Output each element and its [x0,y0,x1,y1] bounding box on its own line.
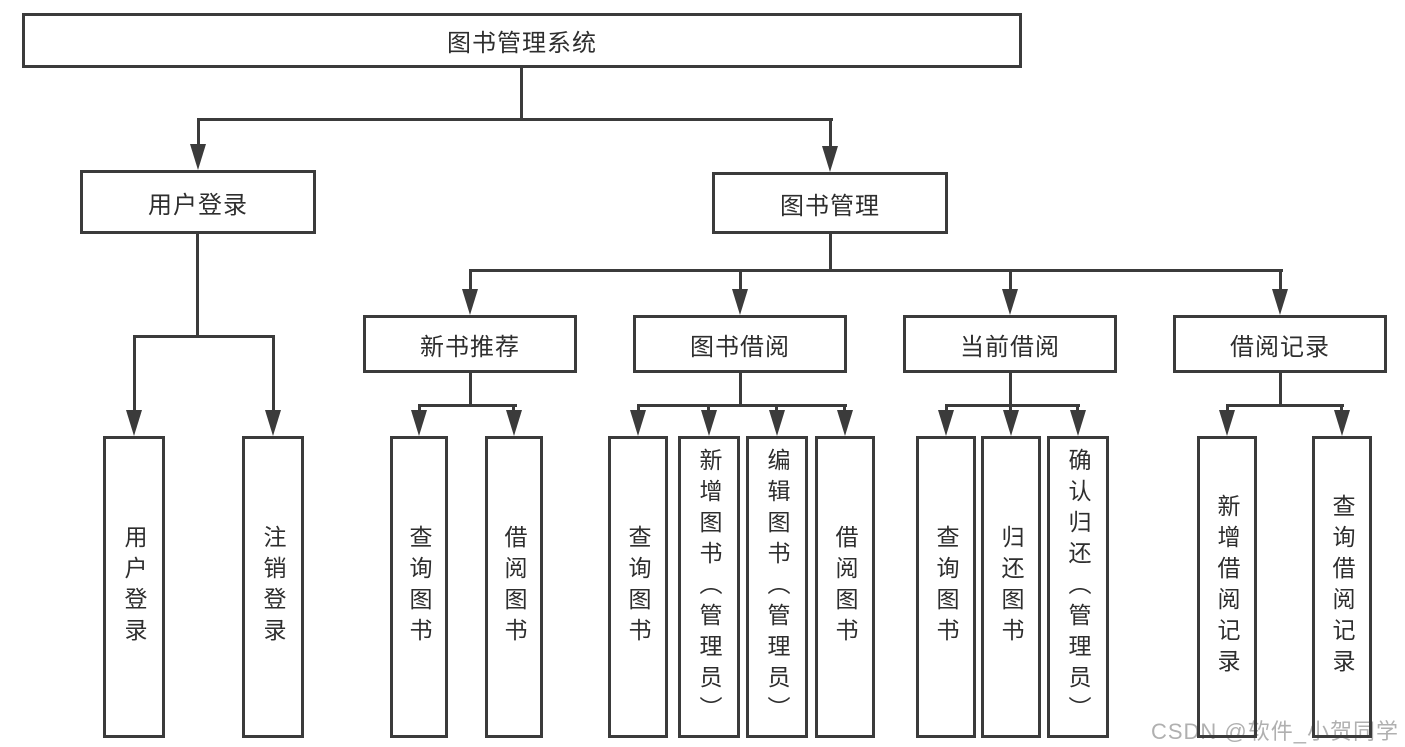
node-leaf-br-add-record-label: 新增借阅记录 [1214,494,1240,680]
arrowhead-logout-leaf [265,410,281,436]
node-leaf-br-query-record-label: 查询借阅记录 [1329,494,1355,680]
arrowhead-cb-return [1003,410,1019,436]
connector-level3-bar [469,269,1283,272]
connector-drop-bb-borrow [843,404,846,412]
node-leaf-bb-add-books-label: 新增图书（管理员） [696,447,722,727]
node-borrowing-records: 借阅记录 [1173,315,1387,373]
connector-drop-bb-edit [775,404,778,412]
node-leaf-bb-borrow-books: 借阅图书 [815,436,875,738]
node-book-management-label: 图书管理 [780,192,880,220]
arrowhead-new-book [462,289,478,315]
connector-drop-logout-leaf [272,335,275,412]
node-leaf-br-query-record: 查询借阅记录 [1312,436,1372,738]
node-user-login: 用户登录 [80,170,316,234]
connector-current-borrowing-bar [945,404,1080,407]
node-leaf-cb-confirm-return-label: 确认归还（管理员） [1065,447,1091,727]
connector-current-borrowing-stem [1009,372,1012,406]
connector-drop-book-management [829,118,832,149]
arrowhead-current-borrowing [1002,289,1018,315]
connector-user-login-stem [196,233,199,337]
arrowhead-cb-confirm [1070,410,1086,436]
node-leaf-nbr-query-books-label: 查询图书 [406,525,432,649]
node-book-borrowing-label: 图书借阅 [690,333,790,361]
connector-root-stem [520,67,523,120]
connector-new-book-bar [418,404,517,407]
node-leaf-nbr-borrow-books-label: 借阅图书 [501,525,527,649]
arrowhead-nbr-query [411,410,427,436]
node-leaf-bb-edit-books: 编辑图书（管理员） [746,436,808,738]
arrowhead-br-query [1334,410,1350,436]
node-leaf-cb-query-books: 查询图书 [916,436,976,738]
connector-drop-nbr-query [418,404,421,412]
connector-drop-borrowing-records [1279,269,1282,291]
node-leaf-nbr-borrow-books: 借阅图书 [485,436,543,738]
node-book-borrowing: 图书借阅 [633,315,847,373]
connector-book-borrowing-bar [637,404,847,407]
arrowhead-bb-borrow [837,410,853,436]
csdn-watermark: CSDN @软件_小贺同学 [1150,719,1399,744]
node-leaf-user-login-label: 用户登录 [121,525,147,649]
arrowhead-book-management [822,146,838,172]
node-leaf-cb-confirm-return: 确认归还（管理员） [1047,436,1109,738]
connector-drop-login-leaf [133,335,136,412]
node-leaf-bb-edit-books-label: 编辑图书（管理员） [764,447,790,727]
arrowhead-bb-add [701,410,717,436]
arrowhead-bb-query [630,410,646,436]
node-system-label: 图书管理系统 [447,30,597,57]
node-book-management: 图书管理 [712,172,948,234]
connector-drop-current-borrowing [1009,269,1012,291]
node-leaf-bb-borrow-books-label: 借阅图书 [832,525,858,649]
node-leaf-nbr-query-books: 查询图书 [390,436,448,738]
connector-drop-cb-return [1009,404,1012,412]
arrowhead-user-login [190,144,206,170]
arrowhead-login-leaf [126,410,142,436]
node-leaf-bb-query-books: 查询图书 [608,436,668,738]
connector-drop-br-query [1340,404,1343,412]
node-system: 图书管理系统 [22,13,1022,68]
node-leaf-bb-add-books: 新增图书（管理员） [678,436,740,738]
connector-drop-cb-confirm [1076,404,1079,412]
connector-drop-br-add [1226,404,1229,412]
connector-borrowing-records-stem [1279,372,1282,406]
node-leaf-cb-query-books-label: 查询图书 [933,525,959,649]
node-leaf-cb-return-books-label: 归还图书 [998,525,1024,649]
arrowhead-cb-query [938,410,954,436]
node-borrowing-records-label: 借阅记录 [1230,333,1330,361]
node-leaf-user-login: 用户登录 [103,436,165,738]
node-leaf-bb-query-books-label: 查询图书 [625,525,651,649]
connector-drop-book-borrowing [739,269,742,291]
node-current-borrowing-label: 当前借阅 [960,333,1060,361]
connector-drop-nbr-borrow [512,404,515,412]
arrowhead-borrowing-records [1272,289,1288,315]
node-leaf-br-add-record: 新增借阅记录 [1197,436,1257,738]
arrowhead-br-add [1219,410,1235,436]
connector-borrowing-records-bar [1226,404,1344,407]
connector-drop-user-login [197,118,200,147]
node-leaf-logout: 注销登录 [242,436,304,738]
arrowhead-bb-edit [769,410,785,436]
connector-drop-bb-add [707,404,710,412]
node-current-borrowing: 当前借阅 [903,315,1117,373]
connector-drop-new-book [469,269,472,291]
node-user-login-label: 用户登录 [148,191,248,219]
node-leaf-cb-return-books: 归还图书 [981,436,1041,738]
node-new-book-recommend: 新书推荐 [363,315,577,373]
connector-drop-bb-query [637,404,640,412]
connector-book-borrowing-stem [739,372,742,406]
connector-user-login-bar [133,335,275,338]
arrowhead-book-borrowing [732,289,748,315]
connector-drop-cb-query [945,404,948,412]
connector-level2-bar [197,118,833,121]
node-leaf-logout-label: 注销登录 [260,525,286,649]
connector-new-book-stem [469,372,472,406]
connector-book-management-stem [829,233,832,272]
node-new-book-recommend-label: 新书推荐 [420,333,520,361]
arrowhead-nbr-borrow [506,410,522,436]
